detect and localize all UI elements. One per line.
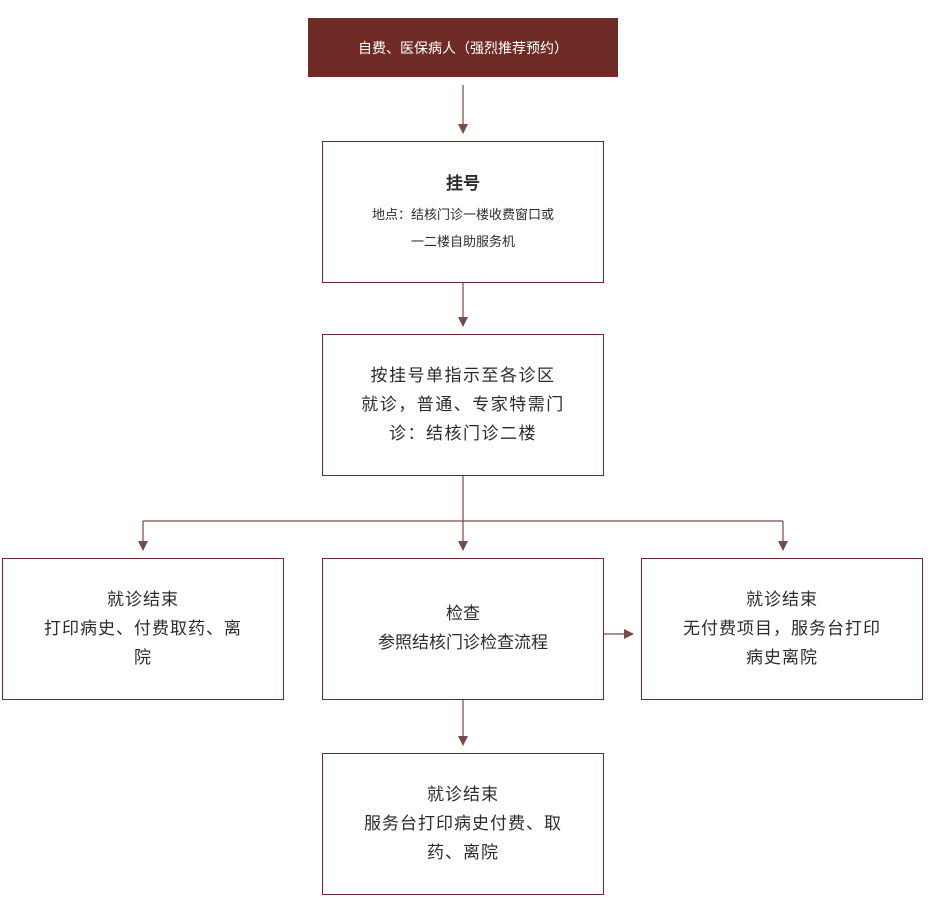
register-location-line1: 地点：结核门诊一楼收费窗口或 [371,207,554,223]
end-bottom-line3: 药、离院 [427,842,499,863]
end-right-line2: 无付费项目，服务台打印 [683,618,881,639]
register-title: 挂号 [446,173,480,194]
register-node: 挂号 地点：结核门诊一楼收费窗口或 一二楼自助服务机 [322,141,604,283]
start-node: 自费、医保病人（强烈推荐预约） [308,18,618,77]
department-node: 按挂号单指示至各诊区 就诊，普通、专家特需门 诊：结核门诊二楼 [322,334,604,476]
exam-node: 检查 参照结核门诊检查流程 [322,558,604,700]
department-line3: 诊：结核门诊二楼 [389,423,537,444]
start-node-label: 自费、医保病人（强烈推荐预约） [358,40,568,57]
department-line1: 按挂号单指示至各诊区 [370,365,556,386]
end-left-line1: 就诊结束 [107,589,179,610]
exam-line2: 参照结核门诊检查流程 [378,633,548,653]
end-bottom-line1: 就诊结束 [427,784,499,805]
register-location-line2: 一二楼自助服务机 [410,234,515,250]
end-right-line3: 病史离院 [746,647,818,668]
end-bottom-node: 就诊结束 服务台打印病史付费、取 药、离院 [322,753,604,895]
end-left-line3: 院 [134,647,152,668]
end-left-line2: 打印病史、付费取药、离 [44,618,242,639]
department-line2: 就诊，普通、专家特需门 [361,394,565,415]
end-right-node: 就诊结束 无付费项目，服务台打印 病史离院 [641,558,923,700]
end-right-line1: 就诊结束 [746,589,818,610]
exam-line1: 检查 [446,604,480,624]
end-bottom-line2: 服务台打印病史付费、取 [364,813,562,834]
end-left-node: 就诊结束 打印病史、付费取药、离 院 [2,558,284,700]
